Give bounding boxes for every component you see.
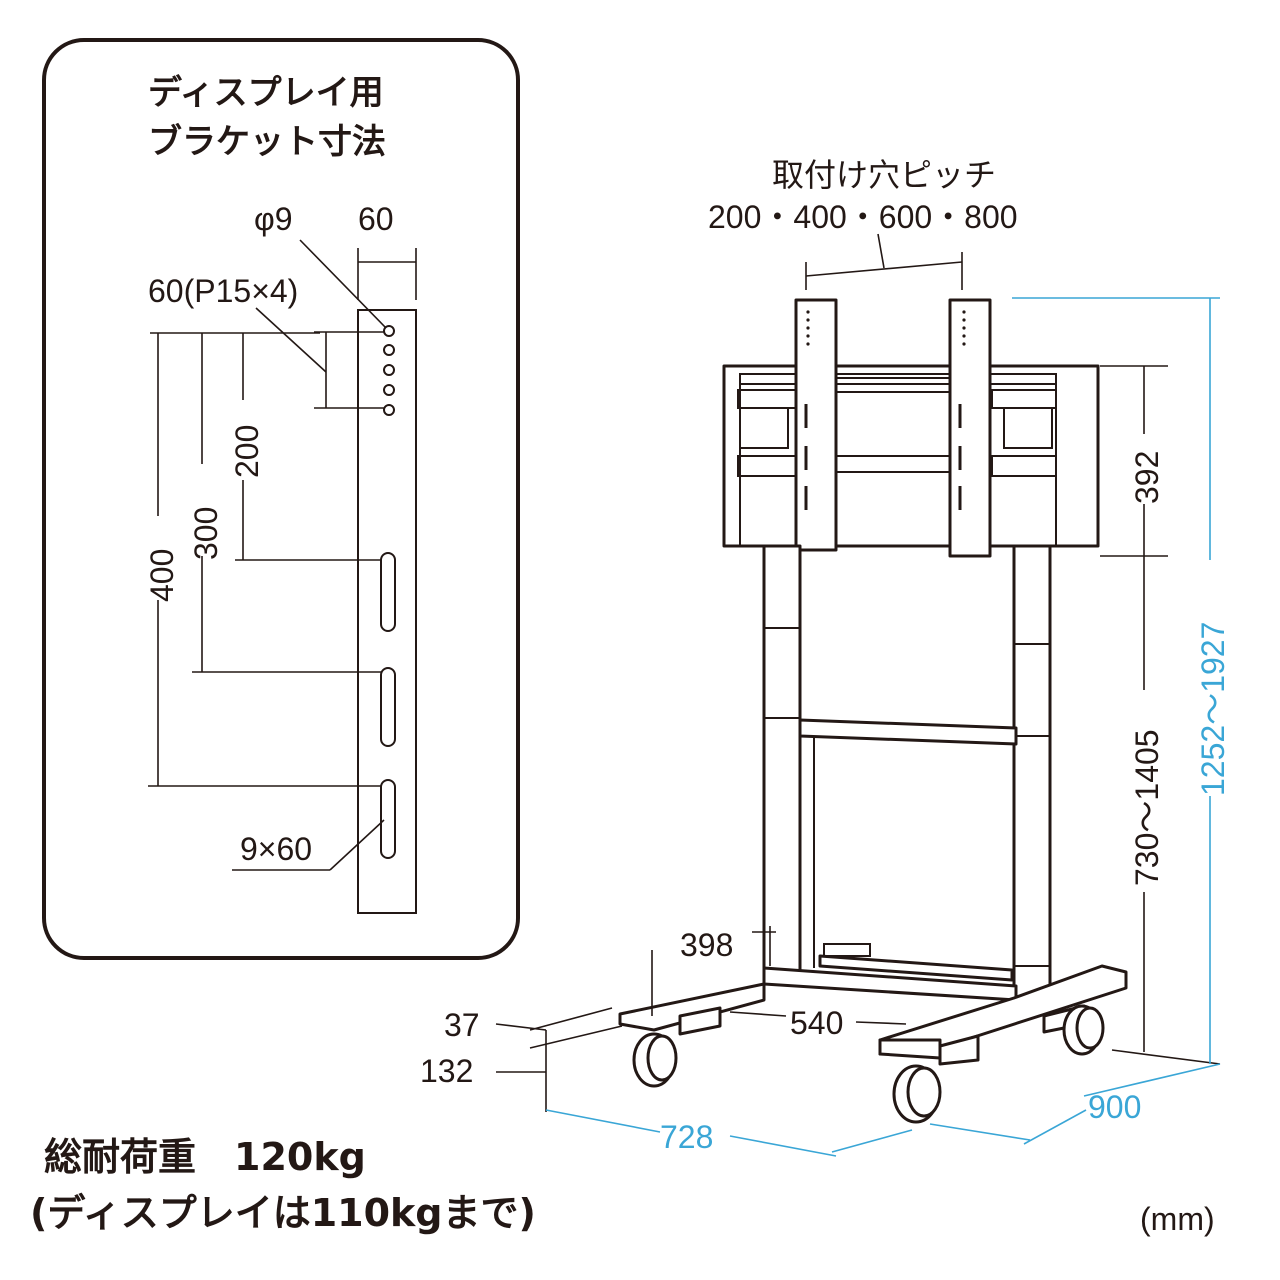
bracket-height-label: 392 bbox=[1129, 451, 1165, 504]
dim-200-label: 200 bbox=[229, 425, 265, 478]
pitch-label: 取付け穴ピッチ bbox=[772, 157, 996, 193]
footer: 総耐荷重 120kg (ディスプレイは110kgまで) (mm) bbox=[30, 1135, 1215, 1237]
base-thickness-label: 37 bbox=[444, 1007, 480, 1043]
vertical-brackets bbox=[794, 298, 992, 558]
panel-border bbox=[42, 38, 520, 960]
base-width-total-label: 728 bbox=[660, 1119, 713, 1155]
base-depth-inner-label: 398 bbox=[680, 927, 733, 963]
bracket-width-label: 60 bbox=[358, 201, 394, 237]
base-frame bbox=[618, 943, 1128, 1066]
dim-400-label: 400 bbox=[144, 549, 180, 602]
base-width-label: 540 bbox=[790, 1005, 843, 1041]
crossbar bbox=[798, 718, 1018, 746]
total-height-label: 1252～1927 bbox=[1195, 622, 1231, 796]
mount-slots bbox=[380, 552, 396, 859]
dim-300-label: 300 bbox=[188, 507, 224, 560]
mounting-frame bbox=[722, 364, 1100, 548]
load-capacity-line2: (ディスプレイは110kgまで) bbox=[30, 1191, 536, 1235]
casters bbox=[632, 1004, 1105, 1124]
unit-label: (mm) bbox=[1140, 1201, 1215, 1237]
panel-title-line2: ブラケット寸法 bbox=[148, 122, 386, 162]
hole-diameter-label: φ9 bbox=[254, 201, 293, 237]
center-height-label: 730～1405 bbox=[1129, 729, 1165, 886]
load-capacity-line1: 総耐荷重 120kg bbox=[44, 1135, 366, 1179]
mount-holes bbox=[383, 325, 395, 416]
stand-drawing: 取付け穴ピッチ 200・400・600・800 bbox=[420, 157, 1231, 1157]
caster-height-label: 132 bbox=[420, 1053, 473, 1089]
pitch-values: 200・400・600・800 bbox=[708, 199, 1018, 235]
stand-columns bbox=[762, 544, 1052, 1002]
bracket-plate bbox=[357, 309, 417, 914]
panel-title-line1: ディスプレイ用 bbox=[148, 73, 384, 113]
bracket-dimension-panel: ディスプレイ用 ブラケット寸法 60 φ9 60(P15×4) bbox=[42, 38, 520, 960]
hole-spacing-label: 60(P15×4) bbox=[148, 273, 298, 309]
slot-size-label: 9×60 bbox=[240, 831, 312, 867]
base-depth-label: 900 bbox=[1088, 1089, 1141, 1125]
